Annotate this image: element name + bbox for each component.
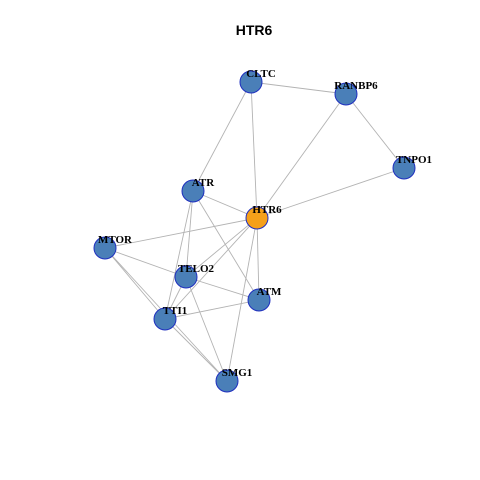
node-htr6[interactable]: HTR6 bbox=[245, 204, 282, 230]
edge-layer bbox=[104, 81, 405, 382]
node-label-tti1: TTI1 bbox=[163, 305, 187, 317]
node-circle-smg1[interactable] bbox=[215, 369, 239, 393]
node-cltc[interactable]: CLTC bbox=[239, 68, 276, 94]
node-label-atm: ATM bbox=[257, 286, 282, 298]
node-label-htr6: HTR6 bbox=[252, 204, 282, 216]
node-tnpo1[interactable]: TNPO1 bbox=[392, 154, 432, 180]
node-label-cltc: CLTC bbox=[246, 68, 276, 80]
edge-ranbp6-tnpo1 bbox=[345, 93, 405, 169]
edge-tti1-smg1 bbox=[164, 318, 228, 382]
node-label-mtor: MTOR bbox=[98, 234, 133, 246]
edge-htr6-smg1 bbox=[226, 217, 258, 382]
node-smg1[interactable]: SMG1 bbox=[215, 367, 253, 393]
edge-atr-telo2 bbox=[185, 190, 194, 278]
edge-htr6-telo2 bbox=[185, 217, 258, 278]
node-tti1[interactable]: TTI1 bbox=[153, 305, 187, 331]
node-label-smg1: SMG1 bbox=[222, 367, 253, 379]
edge-htr6-tti1 bbox=[164, 217, 258, 320]
edge-mtor-telo2 bbox=[104, 247, 187, 278]
node-label-tnpo1: TNPO1 bbox=[396, 154, 432, 166]
edge-cltc-ranbp6 bbox=[250, 81, 347, 95]
edge-atr-htr6 bbox=[192, 190, 258, 219]
edge-mtor-tti1 bbox=[104, 247, 166, 320]
edge-cltc-htr6 bbox=[250, 81, 258, 219]
node-circle-atr[interactable] bbox=[181, 179, 205, 203]
node-atr[interactable]: ATR bbox=[181, 177, 215, 203]
edge-tti1-atm bbox=[164, 299, 260, 320]
node-circle-atm[interactable] bbox=[247, 288, 271, 312]
node-circle-cltc[interactable] bbox=[239, 70, 263, 94]
edge-atr-tti1 bbox=[164, 190, 194, 320]
node-mtor[interactable]: MTOR bbox=[93, 234, 133, 260]
node-ranbp6[interactable]: RANBP6 bbox=[334, 80, 378, 106]
edge-telo2-smg1 bbox=[185, 276, 228, 382]
node-circle-tnpo1[interactable] bbox=[392, 156, 416, 180]
node-label-atr: ATR bbox=[192, 177, 215, 189]
node-atm[interactable]: ATM bbox=[247, 286, 282, 312]
edge-atr-atm bbox=[192, 190, 260, 301]
node-telo2[interactable]: TELO2 bbox=[174, 263, 215, 289]
edge-htr6-mtor bbox=[104, 217, 258, 249]
node-circle-telo2[interactable] bbox=[174, 265, 198, 289]
edge-cltc-atr bbox=[192, 81, 252, 192]
node-circle-ranbp6[interactable] bbox=[334, 82, 358, 106]
edge-telo2-atm bbox=[185, 276, 260, 301]
node-circle-tti1[interactable] bbox=[153, 307, 177, 331]
edge-tnpo1-htr6 bbox=[256, 167, 405, 219]
node-label-telo2: TELO2 bbox=[178, 263, 215, 275]
node-circle-htr6[interactable] bbox=[245, 206, 269, 230]
node-label-ranbp6: RANBP6 bbox=[334, 80, 378, 92]
diagram-title: HTR6 bbox=[236, 22, 273, 38]
node-circle-mtor[interactable] bbox=[93, 236, 117, 260]
edge-htr6-atm bbox=[256, 217, 260, 301]
edge-ranbp6-htr6 bbox=[256, 93, 347, 219]
